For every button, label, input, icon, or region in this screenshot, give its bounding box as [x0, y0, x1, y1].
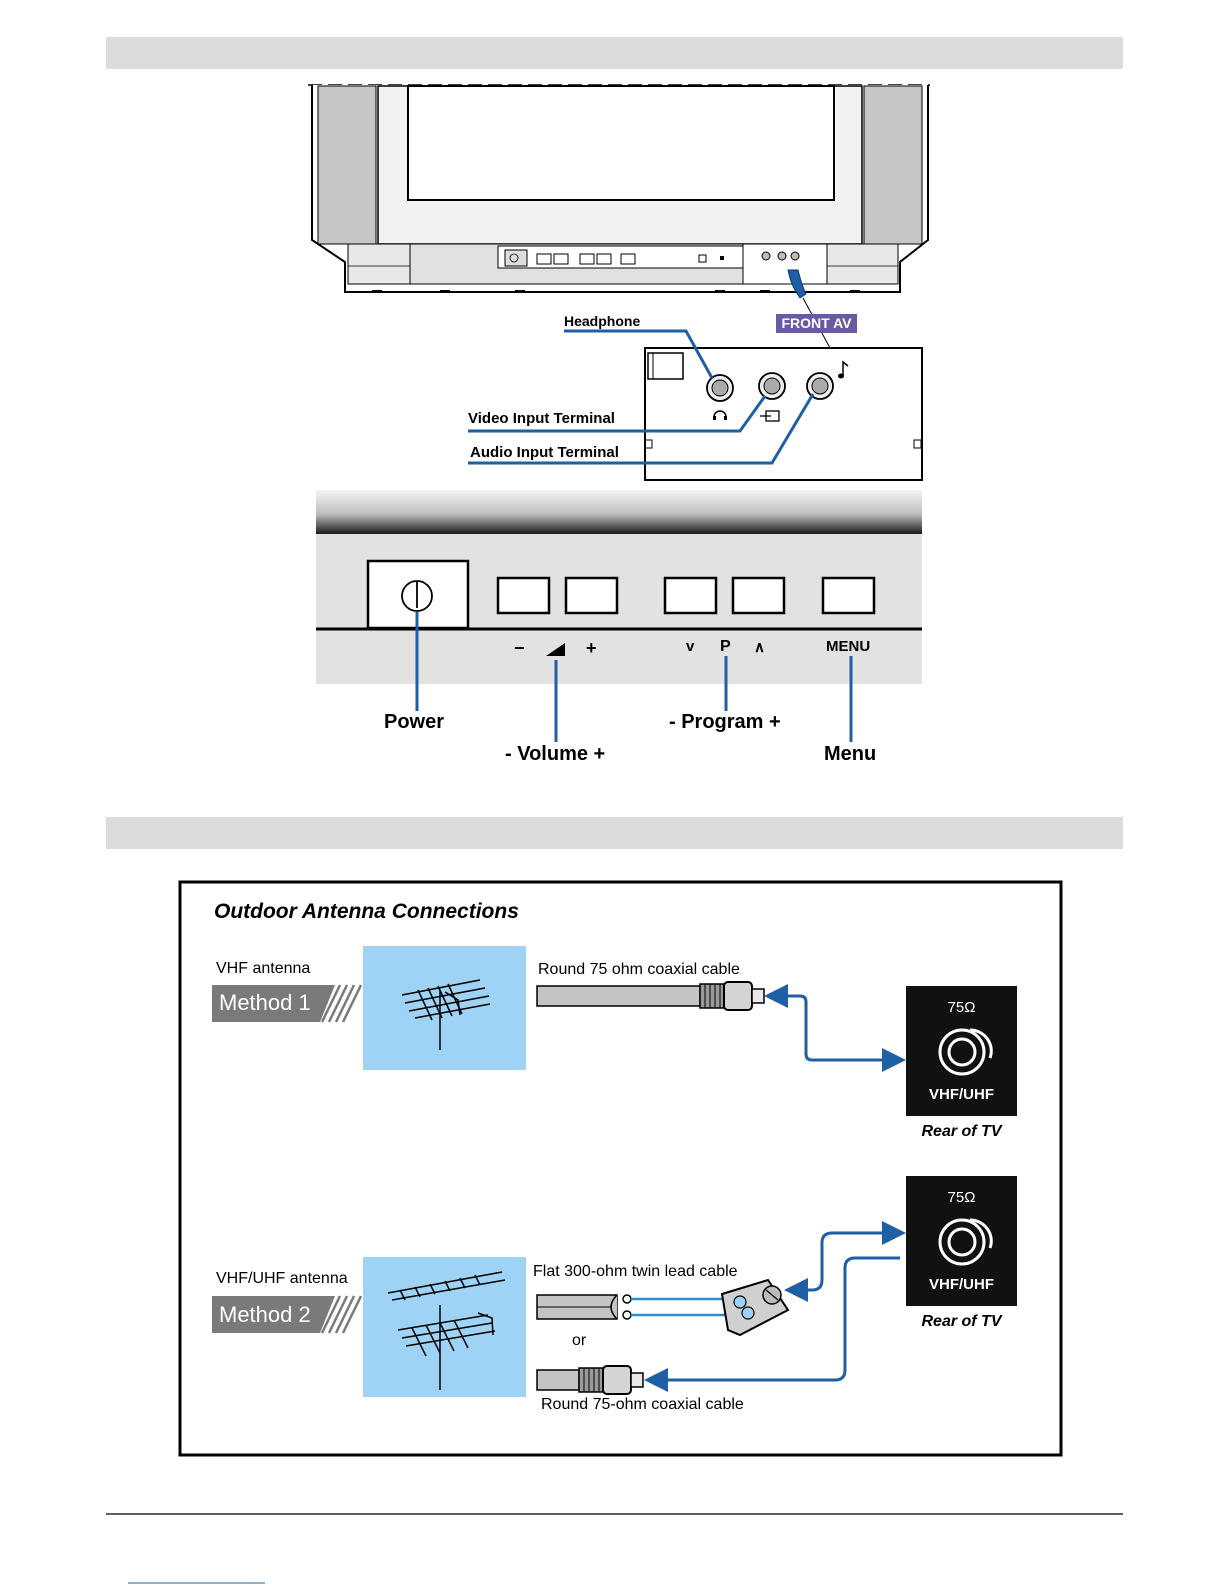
- method-1-antenna-label: VHF antenna: [216, 960, 311, 977]
- volume-down-button[interactable]: [496, 576, 551, 615]
- method-2-badge: [212, 1295, 363, 1334]
- audio-input-label: Audio Input Terminal: [470, 444, 619, 461]
- antenna-title: Outdoor Antenna Connections: [214, 900, 519, 923]
- menu-mark: MENU: [826, 638, 871, 655]
- volume-minus-mark: −: [514, 638, 525, 658]
- vhf-uhf-terminal-2: [906, 1176, 1017, 1306]
- tv-front: [308, 84, 930, 349]
- method-2-antenna-label: VHF/UHF antenna: [216, 1270, 348, 1287]
- terminal-1-band: VHF/UHF: [929, 1086, 994, 1103]
- section-header-bar-top: [106, 37, 1123, 69]
- sky-panel-1: [363, 946, 526, 1070]
- program-down-button[interactable]: [663, 576, 718, 615]
- program-label: - Program +: [669, 711, 781, 733]
- antenna-box: [178, 880, 1063, 1457]
- program-up-button[interactable]: [731, 576, 786, 615]
- method-2-coax-connection-arrow: [644, 1256, 900, 1392]
- menu-button[interactable]: [821, 576, 876, 615]
- program-p-mark: P: [720, 638, 731, 655]
- method-1-badge: [212, 984, 363, 1023]
- terminal-1-rear-label: Rear of TV: [921, 1123, 1002, 1140]
- menu-label: Menu: [824, 743, 877, 765]
- volume-up-button[interactable]: [564, 576, 619, 615]
- section-header-bar-middle: [106, 817, 1123, 849]
- program-up-mark: ∧: [754, 639, 765, 656]
- control-callout-lines: [415, 612, 853, 742]
- sky-panel-2: [363, 1257, 526, 1397]
- method-1-cable-label: Round 75 ohm coaxial cable: [538, 961, 740, 978]
- terminal-2-rear-label: Rear of TV: [921, 1313, 1002, 1330]
- video-input-label: Video Input Terminal: [468, 410, 615, 427]
- method-1-connection-arrow: [764, 984, 906, 1072]
- front-av-panel: [644, 347, 923, 481]
- method-1-coax-cable: [536, 981, 765, 1011]
- volume-label: - Volume +: [505, 743, 606, 765]
- method-2-badge-text: Method 2: [219, 1302, 311, 1327]
- method-1-badge-text: Method 1: [219, 990, 311, 1015]
- twin-lead-connection-arrow: [784, 1221, 906, 1302]
- volume-wedge-icon: [546, 643, 565, 656]
- twin-lead-cable: [536, 1294, 740, 1320]
- vhf-uhf-antenna-icon: [387, 1271, 506, 1390]
- volume-plus-mark: +: [586, 638, 597, 658]
- terminal-1-ohm: 75Ω: [947, 999, 976, 1016]
- front-av-badge: [776, 314, 857, 333]
- terminal-2-band: VHF/UHF: [929, 1276, 994, 1293]
- power-label: Power: [384, 711, 445, 733]
- terminal-2-ohm: 75Ω: [947, 1189, 976, 1206]
- front-av-label: FRONT AV: [781, 315, 852, 331]
- twin-lead-cable-label: Flat 300-ohm twin lead cable: [533, 1263, 738, 1280]
- vhf-uhf-terminal-1: [906, 986, 1017, 1116]
- vhf-antenna-icon: [401, 979, 491, 1050]
- matching-transformer: [720, 1278, 790, 1337]
- or-label: or: [572, 1332, 587, 1349]
- method-2-coax-cable: [536, 1365, 644, 1395]
- front-av-callout-lines: [468, 329, 815, 465]
- headphone-label: Headphone: [564, 313, 641, 329]
- program-down-mark: v: [686, 638, 695, 655]
- method-2-coax-label: Round 75-ohm coaxial cable: [541, 1396, 744, 1413]
